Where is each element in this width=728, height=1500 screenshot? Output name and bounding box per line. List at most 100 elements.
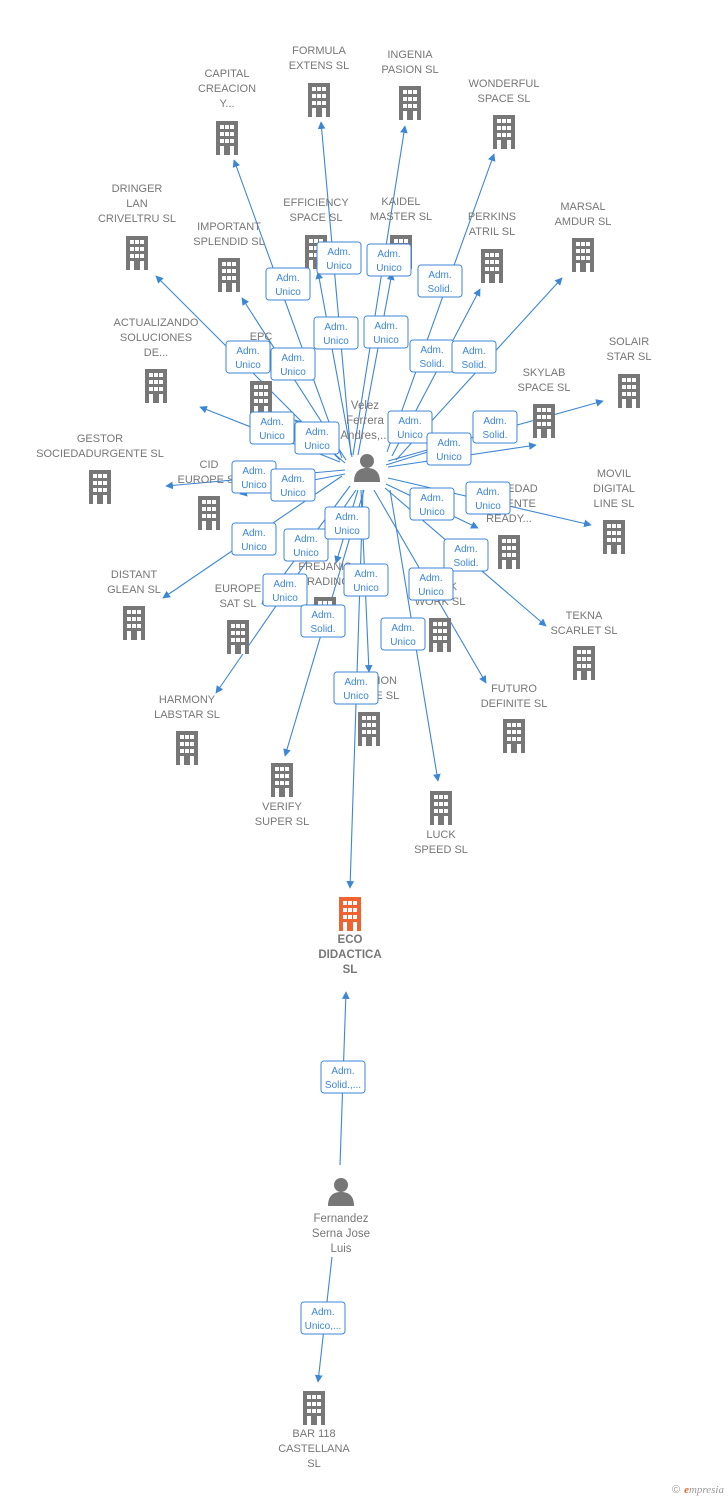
edge-label-box [265,267,311,301]
edge-role-label[interactable]: Adm.Solid. [451,340,497,374]
building-icon [399,86,421,120]
company-label: INGENIA [387,49,433,61]
edge-role-label[interactable]: Adm.Solid. [409,339,455,373]
company-node-ingenia[interactable]: INGENIA PASION SL [381,49,439,120]
edge-role-label[interactable]: Adm.Solid. [300,604,346,638]
edge-role-label[interactable]: Adm.Solid. [417,264,463,298]
edge-label-box [363,315,409,349]
edge-label-box [300,1301,346,1335]
company-label: SPEED SL [414,844,468,856]
building-icon [308,83,330,117]
edge-role-label[interactable]: Adm.Unico [313,316,359,350]
edge-role-label[interactable]: Adm.Unico [465,481,511,515]
edge-label-text: Adm. [344,677,367,688]
edge-label-box [333,671,379,705]
edge-role-label[interactable]: Adm.Unico,... [300,1301,346,1335]
edge-line [357,272,395,456]
edge-role-label[interactable]: Adm.Unico [231,522,277,556]
company-label: TEKNA [566,610,603,622]
edge-role-label[interactable]: Adm.Unico [225,340,271,374]
edge-role-label[interactable]: Adm.Unico [363,315,409,349]
company-label: CAPITAL [204,68,249,80]
company-label: SOLUCIONES [120,332,192,344]
person-node-p1[interactable]: VelezFerreraAndres,... [340,400,390,482]
edge-label-text: Adm. [276,273,299,284]
company-label: PASION SL [381,64,438,76]
edge-role-label[interactable]: Adm.Unico [343,563,389,597]
edge-role-label[interactable]: Adm.Unico [366,243,412,277]
edge-role-label[interactable]: Adm.Unico [333,671,379,705]
edge-label-box [380,617,426,651]
edge-label-text: Unico [419,507,445,518]
company-label: ACTUALIZANDO [114,317,199,329]
edge-role-label[interactable]: Adm.Unico [270,347,316,381]
copyright-symbol: © [671,1484,681,1496]
edge-role-label[interactable]: Adm.Unico [409,487,455,521]
company-label: PERKINS [468,211,516,223]
company-label: LABSTAR SL [154,709,220,721]
edge-label-text: Adm. [311,610,334,621]
company-label: MASTER SL [370,211,432,223]
edge-role-label[interactable]: Adm.Unico [262,573,308,607]
edge-role-label[interactable]: Adm.Solid. [472,410,518,444]
edge-label-text: Adm. [476,487,499,498]
edge-role-label[interactable]: Adm.Unico [426,432,472,466]
edge-role-label[interactable]: Adm.Unico [387,410,433,444]
edge-role-label[interactable]: Adm.Unico [231,460,277,494]
edge-line [352,125,408,456]
edge-label-text: Solid.,... [325,1080,361,1091]
edge-role-label[interactable]: Adm.Unico [380,617,426,651]
edge-label-box [225,340,271,374]
company-label: DRINGER [112,183,163,195]
company-node-capital[interactable]: CAPITALCREACIONY... [198,68,256,155]
company-node-actualizando[interactable]: ACTUALIZANDO SOLUCIONES DE... [114,317,199,403]
company-label: DE... [144,347,168,359]
edge-label-text: Unico [241,542,267,553]
edge-role-label[interactable]: Adm.Unico [294,421,340,455]
edge-role-label[interactable]: Adm.Unico [265,267,311,301]
company-label: LINE SL [594,498,635,510]
company-label: FORMULA [292,45,346,57]
edge-label-text: Adm. [437,438,460,449]
edge-role-label[interactable]: Adm.Unico [270,468,316,502]
edge-role-label[interactable]: Adm.Unico [324,506,370,540]
edge-role-label[interactable]: Adm.Unico [316,241,362,275]
company-node-epc[interactable]: EPC [250,331,273,415]
edge-label-text: Adm. [260,417,283,428]
edge-role-label[interactable]: Adm.Unico [408,567,454,601]
company-label: SPACE SL [518,382,571,394]
company-label: SUPER SL [255,816,309,828]
edge-role-label[interactable]: Adm.Unico [249,411,295,445]
edge-role-label[interactable]: Adm.Unico [283,528,329,562]
edge-role-label[interactable]: Adm.Solid. [443,538,489,572]
edge-label-text: Adm. [462,346,485,357]
company-label: CREACION [198,83,256,95]
company-label: STAR SL [606,351,651,363]
edge-role-label[interactable]: Adm.Solid.,... [320,1060,366,1094]
